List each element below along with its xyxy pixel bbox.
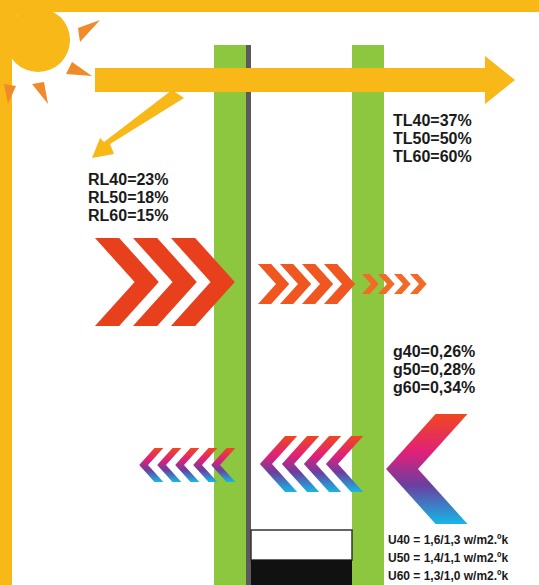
u-value-label: U60 = 1,3/1,0 w/m2.ºk xyxy=(388,570,508,582)
light-arrow xyxy=(95,56,515,104)
transmission-label: TL60=60% xyxy=(393,149,472,165)
solar-chevron xyxy=(171,238,235,326)
reflection-label: RL50=18% xyxy=(88,190,169,206)
solar-chevron xyxy=(324,264,355,304)
glass-pane xyxy=(352,45,384,585)
reflected-arrow xyxy=(92,90,184,158)
g-value-label: g60=0,34% xyxy=(393,380,475,396)
solar-chevron xyxy=(362,274,379,294)
reflection-label: RL40=23% xyxy=(88,172,169,188)
heat-chevron xyxy=(326,436,363,492)
solar-chevron xyxy=(280,264,311,304)
u-value-label: U40 = 1,6/1,3 w/m2.ºk xyxy=(388,534,508,546)
transmission-label: TL50=50% xyxy=(393,131,472,147)
solar-chevron xyxy=(410,274,427,294)
u-value-label: U50 = 1,4/1,1 w/m2.ºk xyxy=(388,552,508,564)
sun-rays xyxy=(4,20,100,104)
reflection-label: RL60=15% xyxy=(88,208,169,224)
solar-chevron xyxy=(378,274,395,294)
low-e-coating xyxy=(246,45,251,585)
g-value-label: g50=0,28% xyxy=(393,362,475,378)
sun xyxy=(6,8,70,72)
solar-chevron xyxy=(302,264,333,304)
solar-chevron xyxy=(258,264,289,304)
glass-pane xyxy=(214,45,246,585)
heat-chevron xyxy=(211,448,235,482)
spacer xyxy=(251,530,352,560)
transmission-label: TL40=37% xyxy=(393,113,472,129)
solar-chevron xyxy=(394,274,411,294)
sealant xyxy=(251,560,352,585)
heat-chevron xyxy=(386,414,467,524)
g-value-label: g40=0,26% xyxy=(393,344,475,360)
